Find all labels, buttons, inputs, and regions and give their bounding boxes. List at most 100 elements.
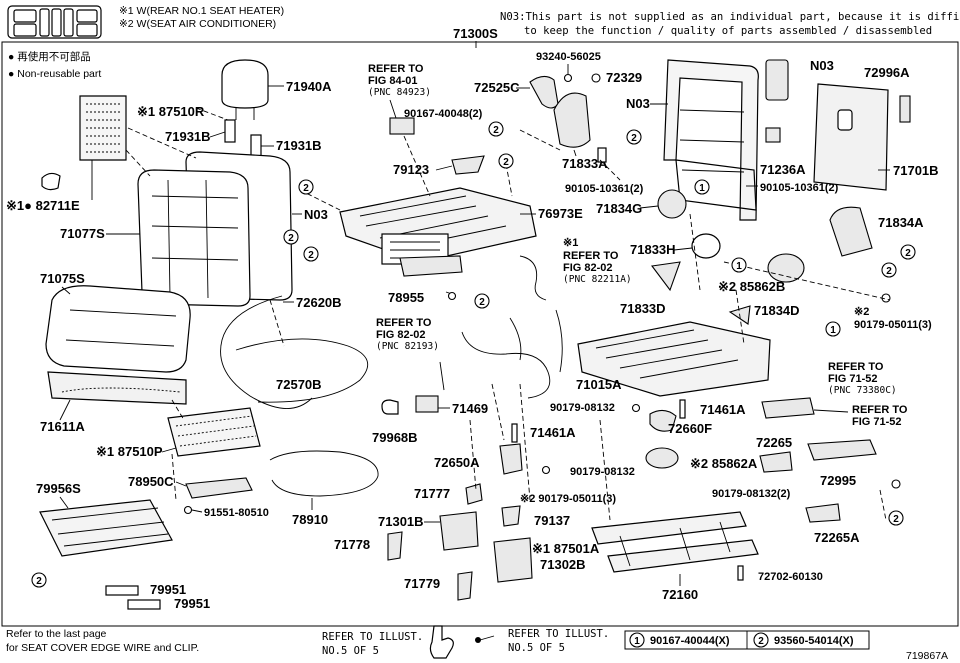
callout-circle: 2 [626, 129, 642, 145]
ref-fig82b-line3: (PNC 82193) [376, 341, 439, 352]
part-72650A-shape [499, 443, 523, 475]
seatback-frame-shape [663, 59, 759, 221]
legend-non-reusable: ● Non-reusable part [8, 68, 101, 80]
callout-circle: 2 [881, 262, 897, 278]
svg-text:1: 1 [736, 261, 742, 272]
label-90179-08132-c: 90179-08132(2) [712, 488, 791, 500]
callout-circle: 1 [825, 321, 841, 337]
callout-circle: 2 [498, 153, 514, 169]
label-71300S: 71300S [453, 26, 498, 41]
label-71778: 71778 [334, 537, 370, 552]
label-72525C: 72525C [474, 80, 520, 95]
cover-71833A-shape [553, 92, 591, 148]
svg-text:2: 2 [288, 233, 294, 244]
label-87510P: ※1 87510P [96, 444, 163, 459]
label-90179-05011-a: 90179-05011(3) [854, 319, 932, 331]
harness-82211A-shape [519, 255, 547, 301]
label-72702-60130: 72702-60130 [758, 571, 823, 583]
diagram-id: 719867A [906, 650, 948, 662]
label-90105-10361-b: 90105-10361(2) [760, 182, 839, 194]
label-90105-10361-a: 90105-10361(2) [565, 183, 644, 195]
ref-fig71a-line2: FIG 71-52 [828, 373, 878, 385]
callout-circle: 2 [31, 572, 47, 588]
clip-82711E-shape [41, 172, 61, 191]
label-N03-c: N03 [626, 96, 650, 111]
label-91551-80510: 91551-80510 [204, 507, 269, 519]
part-71778-shape [387, 531, 403, 561]
seat-layout-icon [7, 5, 102, 39]
footer-legend2-part: 93560-54014(X) [774, 635, 854, 647]
svg-text:2: 2 [303, 183, 309, 194]
ref-fig82a-line2: FIG 82-02 [563, 262, 613, 274]
ref-fig82b-line1: REFER TO [376, 317, 432, 329]
label-71075S: 71075S [40, 271, 85, 286]
board-71701B-shape [813, 83, 889, 191]
part-79123-shape [451, 155, 485, 175]
label-71461A-a: 71461A [700, 402, 746, 417]
label-71931B-b: 71931B [276, 138, 322, 153]
label-71777: 71777 [414, 486, 450, 501]
connector-84923-shape [389, 117, 415, 135]
label-71236A: 71236A [760, 162, 806, 177]
part-72265-shape [759, 451, 793, 473]
label-85862B: ※2 85862B [718, 279, 785, 294]
headrest-guide-shapes [224, 119, 262, 158]
svg-text:1: 1 [699, 183, 705, 194]
label-72650A: 72650A [434, 455, 480, 470]
callout-circle: 1 [731, 257, 747, 273]
label-90179-08132-b: 90179-08132 [570, 466, 635, 478]
footer-note-line2: for SEAT COVER EDGE WIRE and CLIP. [6, 642, 199, 654]
svg-text:2: 2 [493, 125, 499, 136]
svg-text:2: 2 [886, 266, 892, 277]
seat-heater-pad-bottom-shape [167, 407, 261, 457]
seat-heater-pad-shape [79, 95, 127, 200]
seat-cushion-shape [45, 285, 191, 405]
label-78955: 78955 [388, 290, 424, 305]
label-85862A: ※2 85862A [690, 456, 758, 471]
label-N03-a: N03 [304, 207, 328, 222]
label-78950C: 78950C [128, 474, 174, 489]
svg-text:2: 2 [308, 250, 314, 261]
fan-85862A-shape [645, 447, 679, 469]
label-71301B: 71301B [378, 514, 424, 529]
part-71236A-shape [765, 127, 781, 143]
part-78955-shape [399, 255, 463, 277]
cable-72570B-shape [235, 338, 369, 403]
label-72265: 72265 [756, 435, 792, 450]
cover-71833H-shape [691, 233, 721, 259]
label-76973E: 76973E [538, 206, 583, 221]
ref-fig82a-line1: REFER TO [563, 250, 619, 262]
callout-circle: 2 [488, 121, 504, 137]
label-72329: 72329 [606, 70, 642, 85]
part-79137-shape [501, 505, 521, 527]
callout-circle: 1 [694, 179, 710, 195]
base-frame-79956S-shape [39, 499, 173, 557]
footer-note-line1: Refer to the last page [6, 628, 107, 640]
callout-circle: 2 [298, 179, 314, 195]
clip-illust-icon [429, 625, 454, 659]
headrest-shape [221, 59, 269, 120]
recliner-71834G-shape [657, 189, 687, 219]
label-72570B: 72570B [276, 377, 322, 392]
part-79968B-shape [381, 399, 399, 415]
label-71015A: 71015A [576, 377, 622, 392]
harness-82193-shape [461, 309, 563, 399]
ref-fig82b-line2: FIG 82-02 [376, 329, 426, 341]
svg-text:2: 2 [36, 576, 42, 587]
callout-circle: 2 [900, 244, 916, 260]
part-71779-shape [457, 571, 473, 601]
fan-85862B-shape [767, 253, 805, 283]
label-71833A: 71833A [562, 156, 608, 171]
label-90167-40048: 90167-40048(2) [404, 108, 483, 120]
bracket-78950C-shape [185, 477, 253, 499]
label-71833H: 71833H [630, 242, 676, 257]
svg-text:2: 2 [503, 157, 509, 168]
adjuster-71301B-shape [439, 511, 479, 551]
label-79951-b: 79951 [174, 596, 210, 611]
adjuster-71302B-shape [493, 537, 533, 583]
label-90179-05011-b: ※2 90179-05011(3) [520, 493, 616, 505]
footer-legend1-part: 90167-40044(X) [650, 635, 730, 647]
label-71611A: 71611A [40, 419, 85, 434]
label-71834D: 71834D [754, 303, 800, 318]
label-72160: 72160 [662, 587, 698, 602]
